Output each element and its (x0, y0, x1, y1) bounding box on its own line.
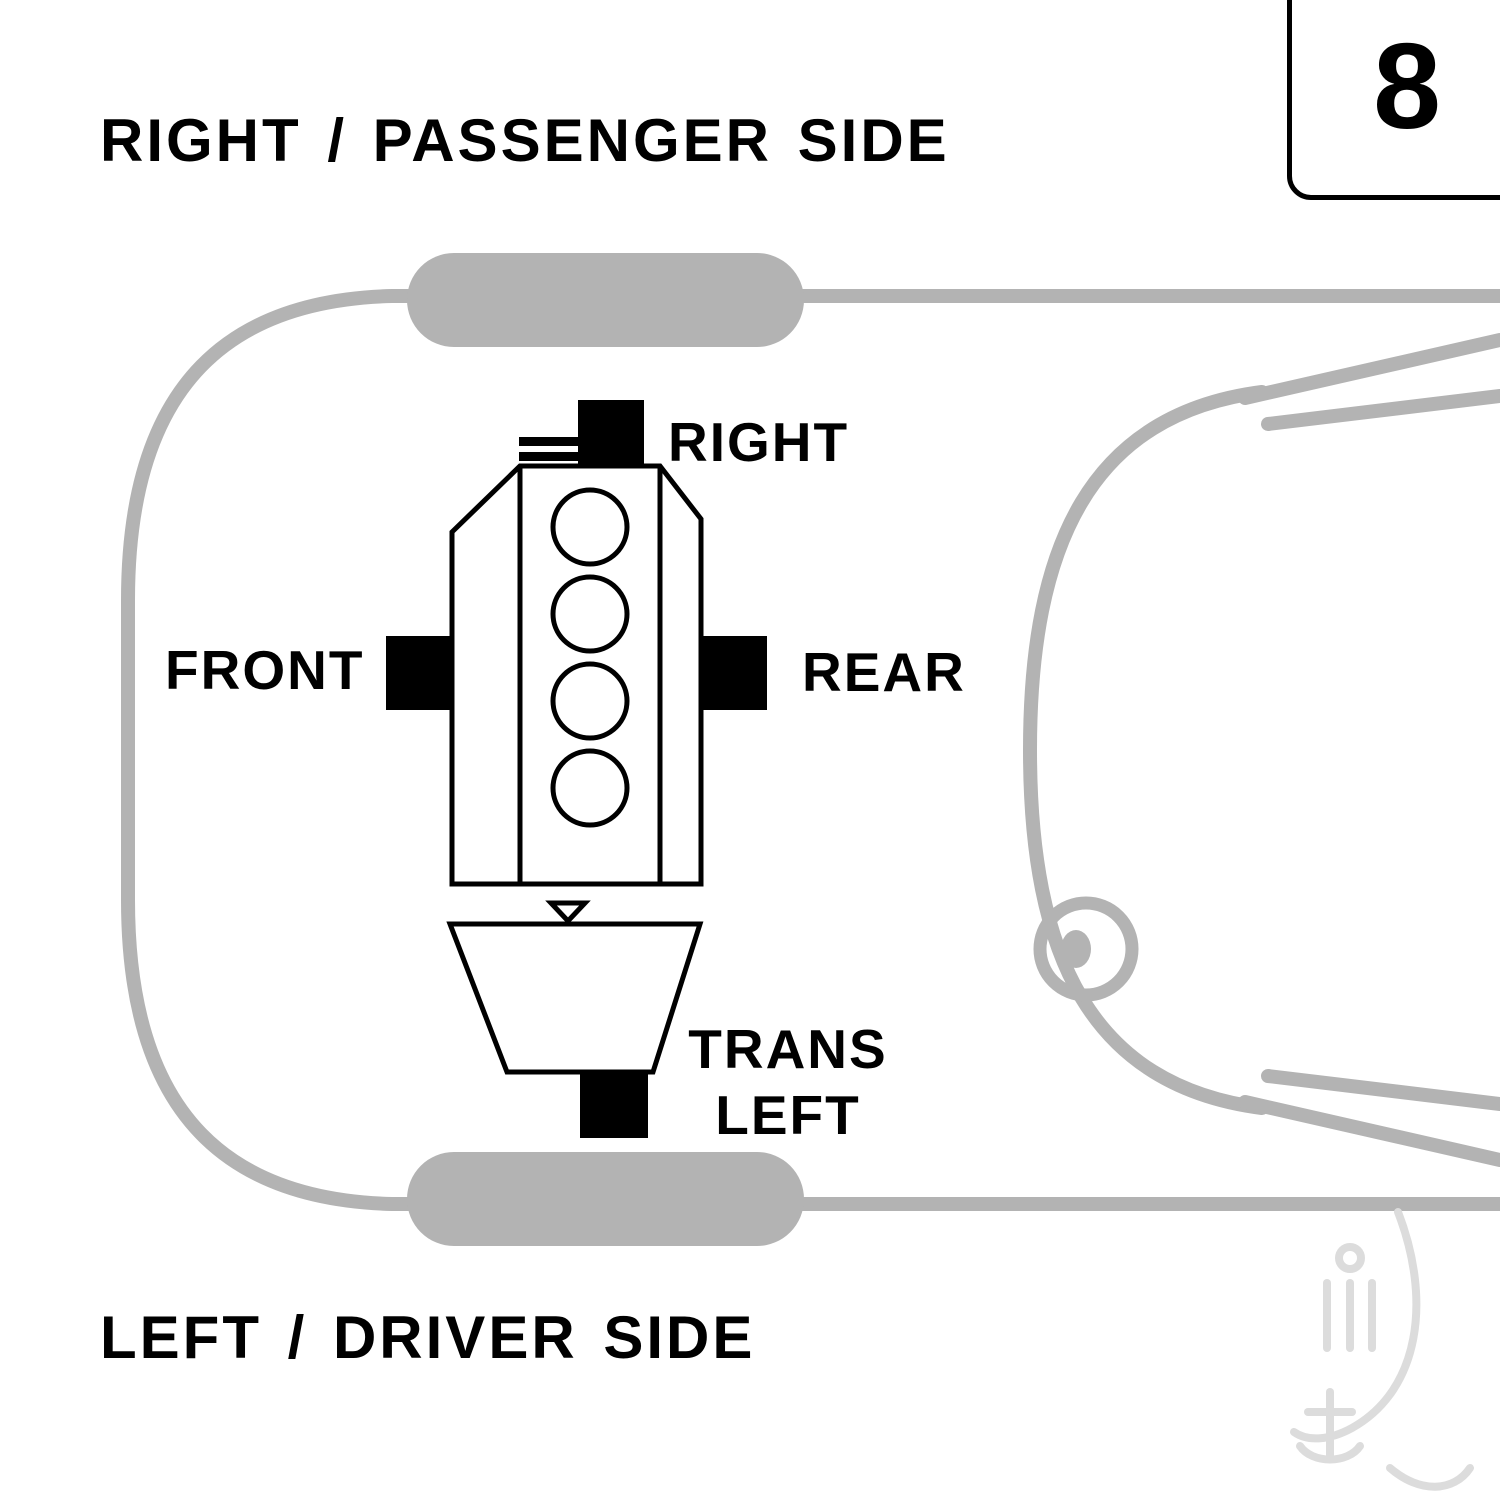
engine-assembly (386, 400, 767, 1138)
cylinder-4 (550, 748, 630, 828)
page-number: 8 (1373, 18, 1441, 154)
mount-trans-left-block (580, 1072, 648, 1138)
wheel-right-front (407, 253, 804, 347)
label-mount-trans: TRANS LEFT (688, 1016, 888, 1148)
mount-right-block (578, 400, 644, 466)
body-line-top-outer (1238, 333, 1500, 405)
label-right-passenger-side: RIGHT / PASSENGER SIDE (100, 107, 950, 174)
watermark-dot (1335, 1243, 1365, 1273)
mount-right-pin-1 (519, 437, 581, 446)
transmission-body (446, 921, 704, 1075)
mount-front-block (386, 636, 452, 710)
watermark-tail (1386, 1464, 1474, 1491)
car-body-outline (121, 289, 1500, 1211)
cylinder-1 (550, 487, 630, 567)
mount-rear-block (701, 636, 767, 710)
steering-wheel-icon (1033, 896, 1139, 1002)
body-line-bottom-inner (1261, 1069, 1500, 1111)
label-mount-right: RIGHT (668, 411, 850, 473)
page-number-box: 8 (1287, 0, 1500, 200)
car-outline-group (121, 253, 1500, 1246)
label-mount-rear: REAR (802, 641, 966, 703)
steering-wheel-hub (1061, 930, 1091, 968)
watermark-anchor-arms (1296, 1442, 1364, 1464)
cylinder-3 (550, 661, 630, 741)
label-left-driver-side: LEFT / DRIVER SIDE (100, 1304, 756, 1371)
label-mount-front: FRONT (165, 639, 365, 701)
body-line-bottom-outer (1238, 1095, 1500, 1167)
body-line-top-inner (1261, 389, 1500, 431)
label-mount-trans-line2: LEFT (715, 1084, 861, 1146)
trans-funnel (545, 900, 591, 925)
wheel-left-front (407, 1152, 804, 1246)
windshield-outline (1022, 385, 1269, 1115)
watermark-swoosh (1290, 1208, 1421, 1443)
mount-right-pin-2 (519, 452, 581, 461)
label-mount-trans-line1: TRANS (688, 1018, 888, 1080)
cylinder-2 (550, 574, 630, 654)
watermark-logo (1290, 1208, 1474, 1491)
